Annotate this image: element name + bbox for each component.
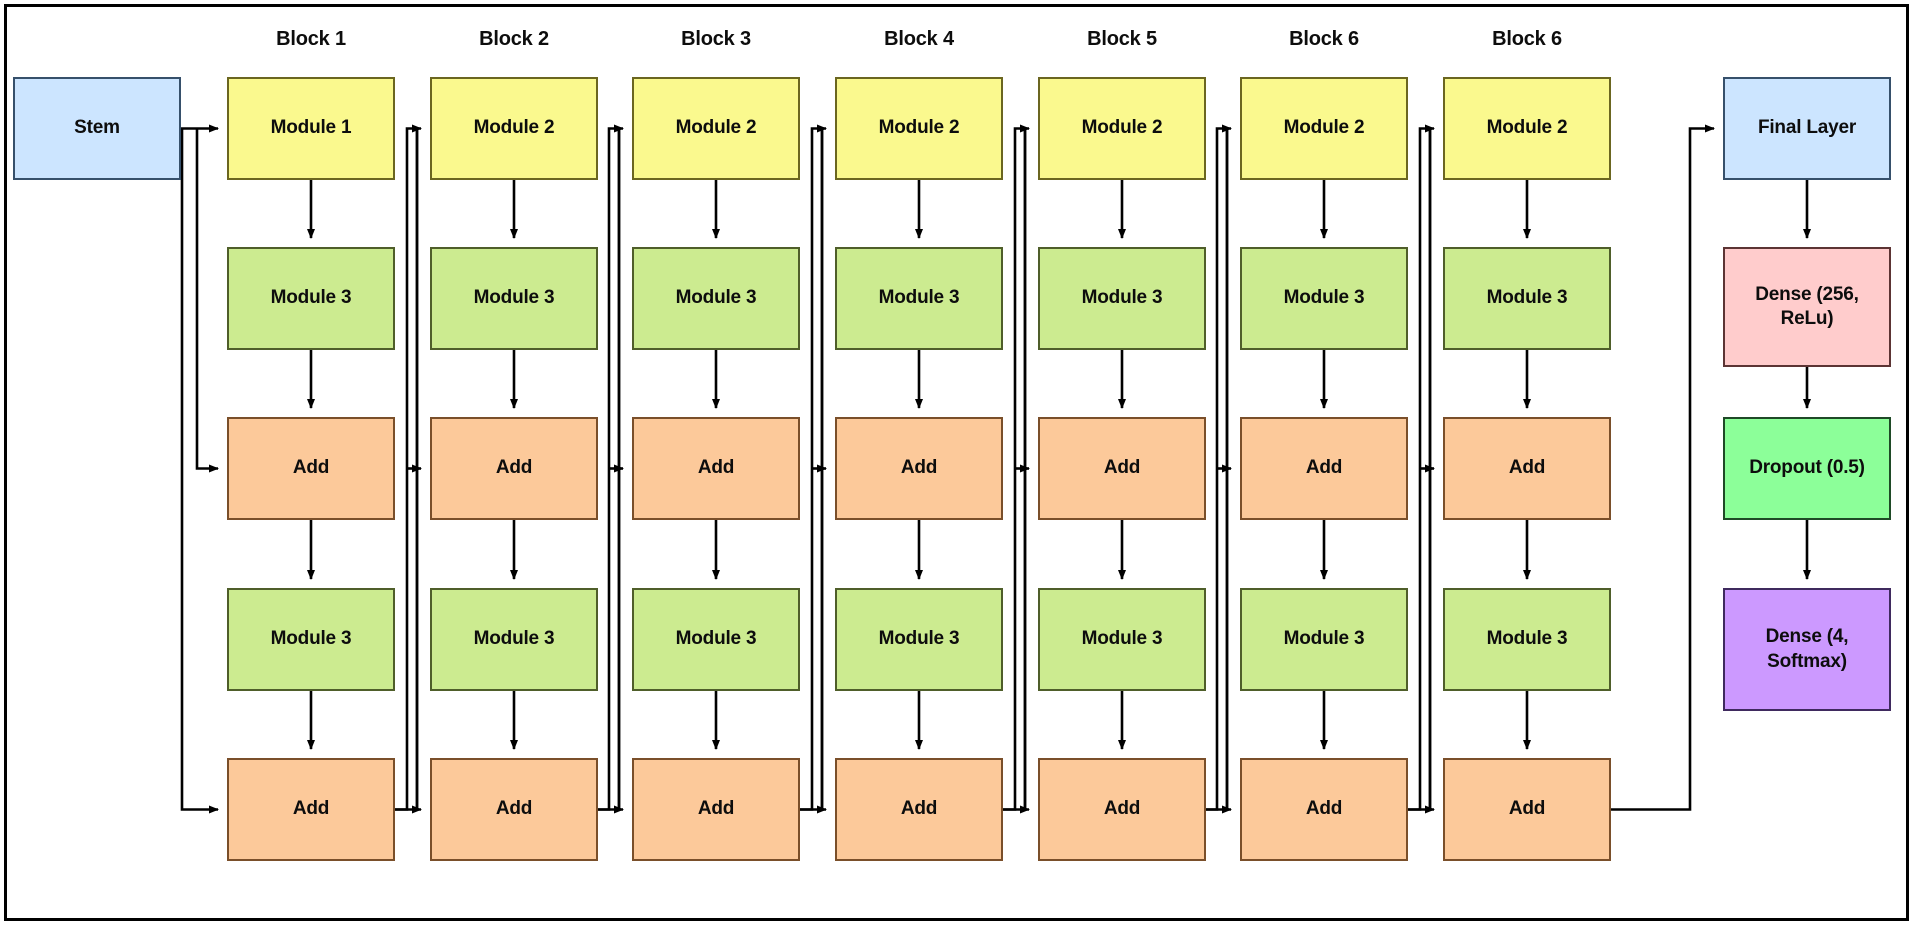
node-b6-r4-module-3[interactable]: Module 3: [1240, 588, 1408, 691]
column-title-6: Block 6: [1289, 28, 1359, 50]
node-b6-r1-module-2-label: Module 2: [1283, 117, 1365, 139]
node-b7-r3-add[interactable]: Add: [1443, 417, 1611, 520]
node-b3-r3-add-label: Add: [697, 457, 735, 479]
node-b7-r3-add-label: Add: [1508, 457, 1546, 479]
node-head-final-layer[interactable]: Final Layer: [1723, 77, 1891, 180]
node-b4-r1-module-2-label: Module 2: [878, 117, 960, 139]
node-b4-r5-add-label: Add: [900, 798, 938, 820]
column-title-4: Block 4: [884, 28, 954, 50]
node-head-final-layer-label: Final Layer: [1757, 117, 1857, 139]
node-b1-r3-add[interactable]: Add: [227, 417, 395, 520]
node-b7-r4-module-3-label: Module 3: [1486, 628, 1568, 650]
node-head-dropout-0-5--label: Dropout (0.5): [1749, 457, 1865, 479]
node-b2-r3-add[interactable]: Add: [430, 417, 598, 520]
node-head-dropout-0-5-[interactable]: Dropout (0.5): [1723, 417, 1891, 520]
node-b1-r4-module-3-label: Module 3: [270, 628, 352, 650]
node-b2-r4-module-3-label: Module 3: [473, 628, 555, 650]
node-b5-r3-add-label: Add: [1103, 457, 1141, 479]
node-head-dense-4-softmax--label: Dense (4,Softmax): [1765, 626, 1849, 672]
node-b7-r4-module-3[interactable]: Module 3: [1443, 588, 1611, 691]
node-b1-r2-module-3-label: Module 3: [270, 287, 352, 309]
node-b1-r5-add-label: Add: [292, 798, 330, 820]
column-title-2: Block 2: [479, 28, 549, 50]
node-b3-r4-module-3-label: Module 3: [675, 628, 757, 650]
node-b2-r1-module-2[interactable]: Module 2: [430, 77, 598, 180]
node-b3-r2-module-3[interactable]: Module 3: [632, 247, 800, 350]
node-b7-r5-add-label: Add: [1508, 798, 1546, 820]
column-title-1: Block 1: [276, 28, 346, 50]
column-title-5: Block 5: [1087, 28, 1157, 50]
node-b4-r1-module-2[interactable]: Module 2: [835, 77, 1003, 180]
node-b5-r5-add-label: Add: [1103, 798, 1141, 820]
node-stem-label: Stem: [74, 117, 120, 139]
node-b4-r5-add[interactable]: Add: [835, 758, 1003, 861]
node-b7-r1-module-2[interactable]: Module 2: [1443, 77, 1611, 180]
node-b5-r4-module-3-label: Module 3: [1081, 628, 1163, 650]
node-b5-r2-module-3-label: Module 3: [1081, 287, 1163, 309]
node-b6-r4-module-3-label: Module 3: [1283, 628, 1365, 650]
node-b1-r5-add[interactable]: Add: [227, 758, 395, 861]
node-b3-r3-add[interactable]: Add: [632, 417, 800, 520]
node-b3-r5-add-label: Add: [697, 798, 735, 820]
node-b6-r1-module-2[interactable]: Module 2: [1240, 77, 1408, 180]
node-b4-r3-add[interactable]: Add: [835, 417, 1003, 520]
node-b7-r2-module-3-label: Module 3: [1486, 287, 1568, 309]
node-head-dense-4-softmax-[interactable]: Dense (4,Softmax): [1723, 588, 1891, 711]
node-b1-r1-module-1[interactable]: Module 1: [227, 77, 395, 180]
node-b6-r2-module-3[interactable]: Module 3: [1240, 247, 1408, 350]
node-stem[interactable]: Stem: [13, 77, 181, 180]
node-b3-r1-module-2[interactable]: Module 2: [632, 77, 800, 180]
node-b2-r4-module-3[interactable]: Module 3: [430, 588, 598, 691]
node-b1-r1-module-1-label: Module 1: [270, 117, 352, 139]
node-b6-r5-add[interactable]: Add: [1240, 758, 1408, 861]
column-title-3: Block 3: [681, 28, 751, 50]
node-b4-r4-module-3-label: Module 3: [878, 628, 960, 650]
column-title-7: Block 6: [1492, 28, 1562, 50]
node-b5-r1-module-2[interactable]: Module 2: [1038, 77, 1206, 180]
node-b6-r2-module-3-label: Module 3: [1283, 287, 1365, 309]
node-b6-r3-add[interactable]: Add: [1240, 417, 1408, 520]
node-b4-r2-module-3-label: Module 3: [878, 287, 960, 309]
node-b6-r3-add-label: Add: [1305, 457, 1343, 479]
node-b3-r4-module-3[interactable]: Module 3: [632, 588, 800, 691]
node-b1-r4-module-3[interactable]: Module 3: [227, 588, 395, 691]
node-b3-r2-module-3-label: Module 3: [675, 287, 757, 309]
node-b7-r5-add[interactable]: Add: [1443, 758, 1611, 861]
node-b6-r5-add-label: Add: [1305, 798, 1343, 820]
node-head-dense-256-relu--label: Dense (256,ReLu): [1755, 283, 1859, 329]
node-b4-r3-add-label: Add: [900, 457, 938, 479]
node-b2-r1-module-2-label: Module 2: [473, 117, 555, 139]
node-b5-r2-module-3[interactable]: Module 3: [1038, 247, 1206, 350]
node-b1-r2-module-3[interactable]: Module 3: [227, 247, 395, 350]
node-b3-r5-add[interactable]: Add: [632, 758, 800, 861]
node-b4-r2-module-3[interactable]: Module 3: [835, 247, 1003, 350]
node-b5-r1-module-2-label: Module 2: [1081, 117, 1163, 139]
node-head-dense-256-relu-[interactable]: Dense (256,ReLu): [1723, 247, 1891, 367]
node-b4-r4-module-3[interactable]: Module 3: [835, 588, 1003, 691]
node-b7-r1-module-2-label: Module 2: [1486, 117, 1568, 139]
node-b5-r3-add[interactable]: Add: [1038, 417, 1206, 520]
node-b2-r3-add-label: Add: [495, 457, 533, 479]
node-b5-r4-module-3[interactable]: Module 3: [1038, 588, 1206, 691]
node-b3-r1-module-2-label: Module 2: [675, 117, 757, 139]
node-b5-r5-add[interactable]: Add: [1038, 758, 1206, 861]
node-b2-r5-add[interactable]: Add: [430, 758, 598, 861]
node-b1-r3-add-label: Add: [292, 457, 330, 479]
node-b7-r2-module-3[interactable]: Module 3: [1443, 247, 1611, 350]
node-b2-r5-add-label: Add: [495, 798, 533, 820]
node-b2-r2-module-3[interactable]: Module 3: [430, 247, 598, 350]
node-b2-r2-module-3-label: Module 3: [473, 287, 555, 309]
